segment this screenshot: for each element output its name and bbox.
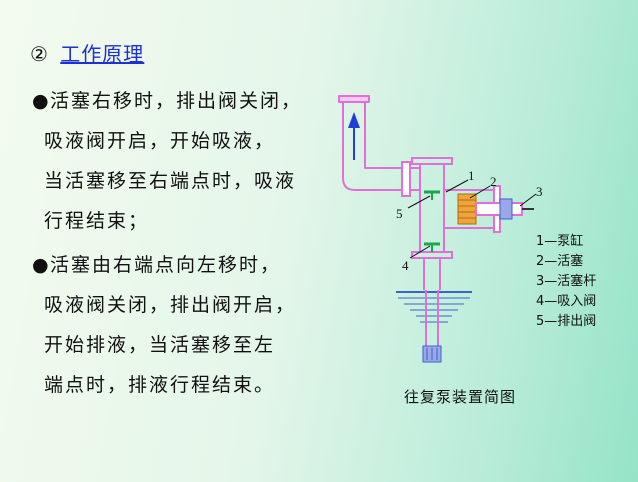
piston-hatch: [458, 199, 476, 219]
legend-item-4: 4—吸入阀: [536, 294, 597, 309]
paragraph-2-line-3: 开始排液，当活塞移至左: [44, 334, 276, 356]
bullet-2: ●: [32, 254, 51, 276]
section-heading: ② 工作原理: [30, 38, 144, 67]
section-title-link[interactable]: 工作原理: [60, 42, 145, 66]
label-1: 1: [468, 168, 475, 183]
paragraph-1-line-1: ●活塞右移时，排出阀关闭，: [32, 90, 303, 112]
paragraph-2-line-1: ●活塞由右端点向左移时，: [32, 254, 282, 276]
pump-body: [411, 157, 453, 290]
flow-arrow-icon: [348, 112, 360, 160]
legend-item-3: 3—活塞杆: [536, 274, 597, 289]
piston: [457, 193, 477, 225]
paragraph-2-line-4: 端点时，排液行程结束。: [44, 374, 276, 396]
paragraph-1-line-3: 当活塞移至右端点时，吸液: [44, 170, 297, 192]
leader-lines: [407, 179, 537, 259]
paragraph-2-line-2: 吸液阀关闭，排出阀开启，: [44, 294, 297, 316]
suction-valve-icon: [424, 242, 440, 252]
piston-rod: [475, 198, 534, 220]
paragraph-1-line-2: 吸液阀开启，开始吸液，: [44, 130, 276, 152]
label-2: 2: [490, 174, 497, 189]
legend-item-2: 2—活塞: [536, 254, 584, 269]
discharge-valve-icon: [424, 190, 440, 200]
suction-pipe: [425, 290, 439, 356]
bullet-1: ●: [32, 90, 51, 112]
legend-item-5: 5—排出阀: [536, 314, 597, 329]
label-3: 3: [536, 184, 543, 199]
section-number: ②: [30, 42, 49, 66]
label-5: 5: [396, 206, 403, 221]
label-4: 4: [402, 258, 409, 273]
liquid-tank: [396, 291, 472, 323]
strainer-hatch: [426, 348, 438, 360]
discharge-flange: [401, 161, 411, 197]
paragraph-1-line-4: 行程结束；: [44, 210, 150, 232]
legend-item-1: 1—泵缸: [536, 234, 584, 249]
diagram-caption: 往复泵装置简图: [404, 388, 517, 406]
